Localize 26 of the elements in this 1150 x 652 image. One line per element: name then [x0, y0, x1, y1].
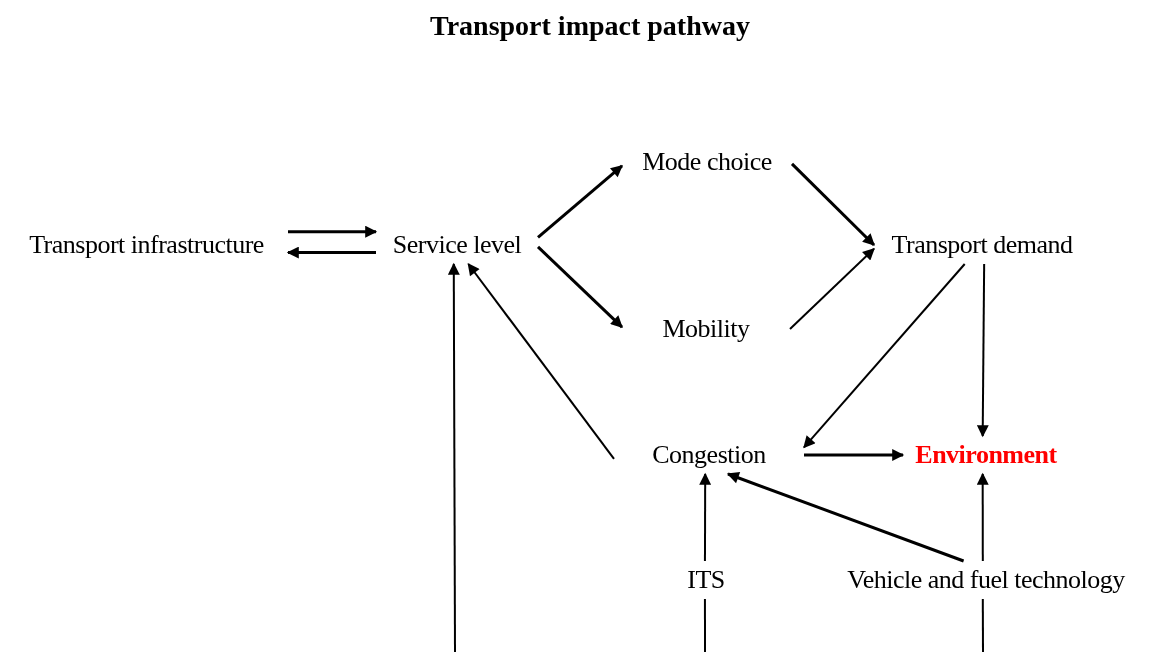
- arrow: [790, 162, 876, 247]
- diagram-title: Transport impact pathway: [429, 10, 751, 42]
- node-label: Mobility: [622, 310, 790, 348]
- arrow: [537, 164, 623, 239]
- arrow: [286, 246, 376, 259]
- line: [981, 598, 984, 652]
- node-label: ITS: [680, 561, 732, 599]
- arrow: [789, 247, 875, 330]
- arrow: [976, 263, 989, 438]
- node-label: Environment: [903, 436, 1069, 474]
- arrow: [536, 245, 624, 329]
- node-label: Transport infrastructure: [5, 226, 288, 264]
- node-label: Mode choice: [622, 143, 792, 181]
- arrow: [288, 225, 378, 238]
- node-label: Congestion: [614, 436, 804, 474]
- node-label: Transport demand: [874, 226, 1090, 264]
- arrow: [467, 263, 615, 460]
- arrow: [804, 449, 905, 461]
- arrow: [803, 263, 966, 449]
- arrow: [976, 472, 989, 562]
- arrow: [447, 262, 460, 652]
- node-label: Vehicle and fuel technology: [826, 561, 1146, 599]
- node-label: Service level: [376, 226, 538, 264]
- arrow: [699, 472, 712, 562]
- arrow: [726, 472, 965, 563]
- line: [703, 598, 706, 652]
